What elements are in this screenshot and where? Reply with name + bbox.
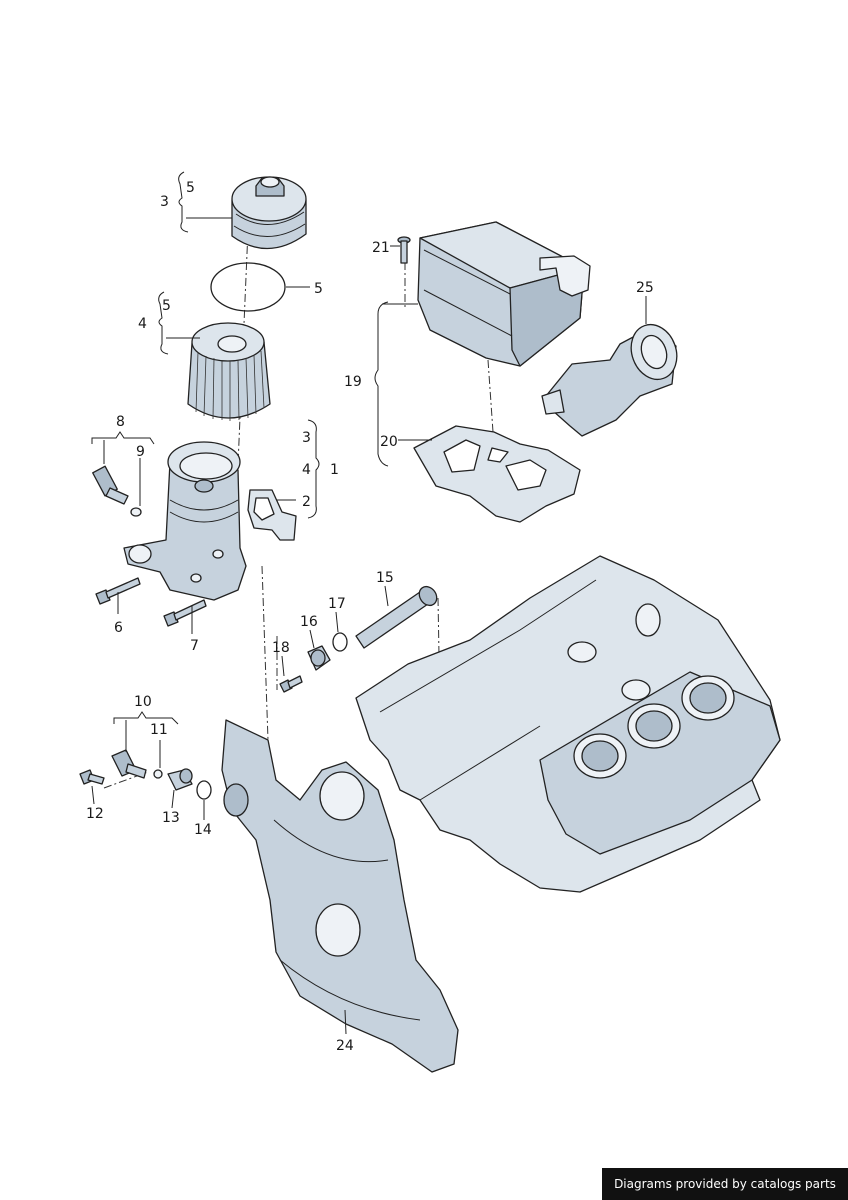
callout-5-top: 5 [186, 180, 195, 196]
bolt-6[interactable] [95, 577, 141, 605]
plug-13[interactable] [167, 768, 193, 791]
callout-13: 13 [162, 810, 180, 826]
housing-gasket[interactable] [247, 489, 297, 541]
bolt-7[interactable] [163, 599, 207, 627]
timing-cover[interactable] [221, 719, 459, 1073]
callout-10: 10 [134, 694, 152, 710]
bolt-12[interactable] [79, 769, 105, 785]
oil-filter-cap[interactable] [231, 176, 307, 250]
callout-21: 21 [372, 240, 390, 256]
callout-6: 6 [114, 620, 123, 636]
callout-3-housing: 3 [302, 430, 311, 446]
control-valve-15[interactable] [355, 583, 440, 649]
callout-14: 14 [194, 822, 212, 838]
callout-3-top: 3 [160, 194, 169, 210]
callout-24: 24 [336, 1038, 354, 1054]
oil-cooler-gasket[interactable] [413, 425, 581, 523]
oil-cooler[interactable] [417, 221, 591, 367]
callout-19: 19 [344, 374, 362, 390]
callout-9: 9 [136, 444, 145, 460]
o-ring-14[interactable] [196, 780, 212, 800]
callout-12: 12 [86, 806, 104, 822]
callout-5-ring: 5 [314, 281, 323, 297]
callout-25: 25 [636, 280, 654, 296]
bolt-18[interactable] [279, 675, 303, 693]
callout-2: 2 [302, 494, 311, 510]
callout-17: 17 [328, 596, 346, 612]
oil-filter-element[interactable] [187, 322, 271, 421]
callout-15: 15 [376, 570, 394, 586]
cap-16[interactable] [307, 645, 331, 671]
callout-18: 18 [272, 640, 290, 656]
callout-20: 20 [380, 434, 398, 450]
credit-text: Diagrams provided by catalogs parts [614, 1177, 836, 1191]
callout-labels: 3 5 5 4 5 3 4 1 2 8 9 6 7 21 19 20 25 15… [86, 180, 654, 1054]
bolt-21[interactable] [397, 236, 411, 264]
sensor-10[interactable] [111, 749, 147, 779]
callout-4-housing: 4 [302, 462, 311, 478]
callout-11: 11 [150, 722, 168, 738]
oil-filter-housing[interactable] [123, 441, 247, 601]
thermostat-housing[interactable] [541, 318, 684, 437]
seal-11[interactable] [153, 769, 163, 779]
callout-8: 8 [116, 414, 125, 430]
callout-16: 16 [300, 614, 318, 630]
leader-lines [91, 171, 647, 1035]
oil-pressure-sensor[interactable] [92, 465, 129, 505]
callout-4-filter: 4 [138, 316, 147, 332]
sealing-ring-9[interactable] [130, 507, 142, 517]
engine-block [355, 555, 781, 893]
callout-7: 7 [190, 638, 199, 654]
o-ring[interactable] [210, 262, 286, 312]
o-ring-17[interactable] [332, 632, 348, 652]
callout-5-filter: 5 [162, 298, 171, 314]
diagram-credit-badge: Diagrams provided by catalogs parts [602, 1168, 848, 1200]
callout-1: 1 [330, 462, 339, 478]
